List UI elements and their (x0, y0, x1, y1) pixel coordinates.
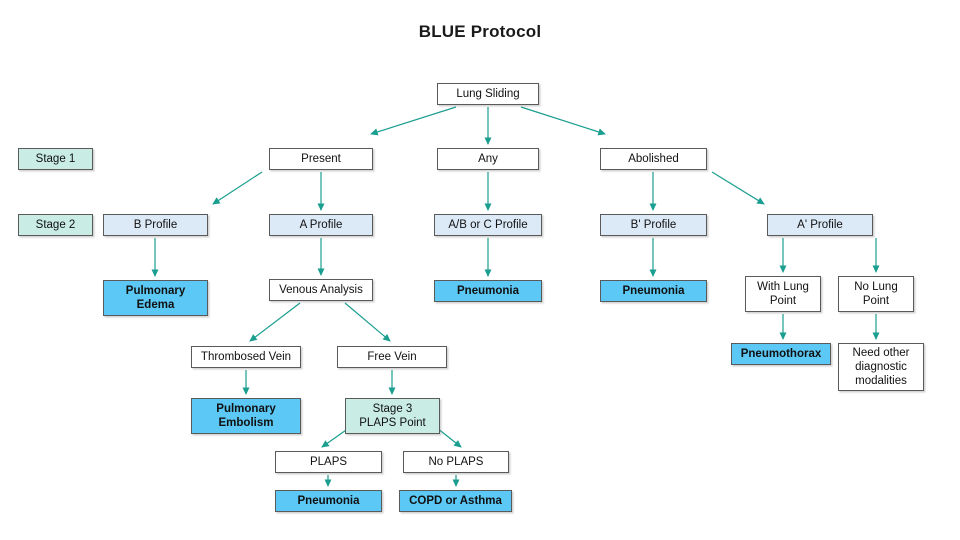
node-label: A/B or C Profile (448, 218, 528, 231)
node-label: B' Profile (630, 218, 677, 231)
node-stage-1: Stage 1 (18, 148, 93, 170)
node-label: Pneumonia (297, 494, 360, 507)
node-a-profile: A Profile (269, 214, 373, 236)
edge-stage-3-plaps-to-plaps (321, 427, 350, 448)
node-label: A Profile (299, 218, 343, 231)
node-label: Present (301, 152, 341, 165)
edge-stage-3-plaps-to-no-plaps (436, 427, 462, 448)
node-plaps: PLAPS (275, 451, 382, 473)
node-b-profile: B Profile (103, 214, 208, 236)
node-no-plaps: No PLAPS (403, 451, 509, 473)
node-ab-or-c: A/B or C Profile (434, 214, 542, 236)
node-abolished: Abolished (600, 148, 707, 170)
node-pneumothorax: Pneumothorax (731, 343, 831, 365)
edge-venous-to-free-vein (344, 302, 391, 342)
node-present: Present (269, 148, 373, 170)
node-stage-2: Stage 2 (18, 214, 93, 236)
node-free-vein: Free Vein (337, 346, 447, 368)
edge-abolished-to-a-prime (711, 171, 765, 205)
node-lung-sliding: Lung Sliding (437, 83, 539, 105)
node-label: COPD or Asthma (409, 494, 502, 507)
node-thrombosed: Thrombosed Vein (191, 346, 301, 368)
node-label: Any (478, 152, 498, 165)
node-label: Thrombosed Vein (200, 350, 292, 363)
node-label: Venous Analysis (279, 283, 363, 296)
node-copd-asthma: COPD or Asthma (399, 490, 512, 512)
node-label: A' Profile (797, 218, 843, 231)
node-label: B Profile (133, 218, 178, 231)
node-a-prime: A' Profile (767, 214, 873, 236)
node-venous: Venous Analysis (269, 279, 373, 301)
edge-lung-sliding-to-abolished (520, 106, 606, 136)
node-label: Stage 1 (35, 152, 76, 165)
node-label: Abolished (628, 152, 679, 165)
node-label: No PLAPS (428, 455, 484, 468)
edge-lung-sliding-to-present (370, 106, 457, 136)
edge-present-to-b-profile (212, 171, 263, 205)
node-pneumonia-plaps: Pneumonia (275, 490, 382, 512)
node-label: PLAPS (309, 455, 348, 468)
page-title: BLUE Protocol (418, 22, 542, 41)
node-label: Free Vein (367, 350, 417, 363)
node-label: Stage 2 (35, 218, 76, 231)
node-any: Any (437, 148, 539, 170)
node-label: Pneumonia (622, 284, 685, 297)
node-pneumonia-bp: Pneumonia (600, 280, 707, 302)
node-label: Pneumonia (457, 284, 519, 297)
node-label: Pneumothorax (740, 347, 822, 360)
node-pneumonia-abc: Pneumonia (434, 280, 542, 302)
node-label: Lung Sliding (456, 87, 520, 100)
node-b-prime: B' Profile (600, 214, 707, 236)
edge-venous-to-thrombosed (249, 302, 301, 342)
